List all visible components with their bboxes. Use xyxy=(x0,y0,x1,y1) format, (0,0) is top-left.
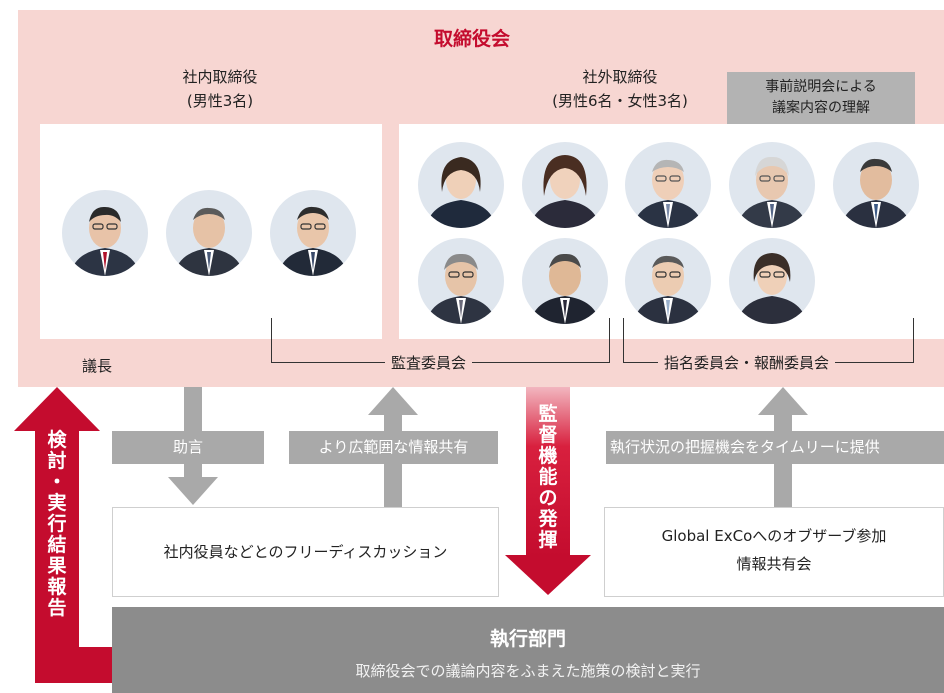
oversight-char: 監 xyxy=(538,403,558,425)
report-char: 行 xyxy=(47,513,67,535)
report-char: 果 xyxy=(47,555,67,577)
avatar xyxy=(729,142,815,228)
report-char: ・ xyxy=(47,471,67,493)
avatar xyxy=(62,190,148,276)
internal-directors-label: 社内取締役 xyxy=(182,68,258,86)
avatar xyxy=(270,190,356,276)
avatar xyxy=(418,238,504,324)
broader-sharing-label: より広範囲な情報共有 xyxy=(289,431,498,464)
execution-subtitle: 取締役会での議論内容をふまえた施策の検討と実行 xyxy=(355,662,701,680)
oversight-char: 督 xyxy=(538,424,558,446)
info-sharing-text: 情報共有会 xyxy=(736,555,812,573)
report-char: 結 xyxy=(47,534,67,556)
free-discussion-box: 社内役員などとのフリーディスカッション xyxy=(112,507,499,597)
exco-box: Global ExCoへのオブザーブ参加 情報共有会 xyxy=(604,507,944,597)
exco-observer-text: Global ExCoへのオブザーブ参加 xyxy=(661,527,887,545)
timely-info-label: 執行状況の把握機会をタイムリーに提供 xyxy=(606,431,944,464)
execution-title: 執行部門 xyxy=(489,628,566,650)
avatar xyxy=(625,238,711,324)
avatar xyxy=(522,142,608,228)
execution-division: 執行部門 取締役会での議論内容をふまえた施策の検討と実行 xyxy=(112,607,944,693)
avatar xyxy=(522,238,608,324)
report-char: 報 xyxy=(47,576,67,598)
oversight-char: 発 xyxy=(538,508,558,530)
oversight-char: 能 xyxy=(538,466,558,488)
external-directors-composition: (男性6名・女性3名) xyxy=(552,92,688,110)
report-char: 討 xyxy=(47,450,67,472)
avatar xyxy=(418,142,504,228)
external-directors-label: 社外取締役 xyxy=(582,68,658,86)
nomination-committee-label: 指名委員会・報酬委員会 xyxy=(658,353,836,373)
chair-label: 議長 xyxy=(82,357,113,375)
report-char: 検 xyxy=(47,429,67,451)
oversight-arrow xyxy=(505,387,591,595)
pre-briefing-note-line1: 事前説明会による xyxy=(765,79,877,95)
oversight-text: 監 督 機 能 の 発 揮 xyxy=(536,404,560,551)
avatar xyxy=(625,142,711,228)
advice-label: 助言 xyxy=(112,431,264,464)
report-text: 検 討 ・ 実 行 結 果 報 告 xyxy=(45,430,69,619)
avatar xyxy=(833,142,919,228)
report-char: 実 xyxy=(47,492,67,514)
board-title: 取締役会 xyxy=(433,28,510,50)
report-arrow xyxy=(14,387,114,683)
pre-briefing-note: 事前説明会による 議案内容の理解 xyxy=(727,72,915,126)
oversight-char: の xyxy=(538,487,558,509)
oversight-char: 機 xyxy=(538,445,558,467)
pre-briefing-note-line2: 議案内容の理解 xyxy=(772,100,870,116)
avatar xyxy=(729,238,815,324)
internal-directors-composition: (男性3名) xyxy=(186,92,254,110)
avatar xyxy=(166,190,252,276)
report-char: 告 xyxy=(47,597,67,619)
oversight-char: 揮 xyxy=(538,529,558,551)
audit-committee-label: 監査委員会 xyxy=(385,353,473,373)
